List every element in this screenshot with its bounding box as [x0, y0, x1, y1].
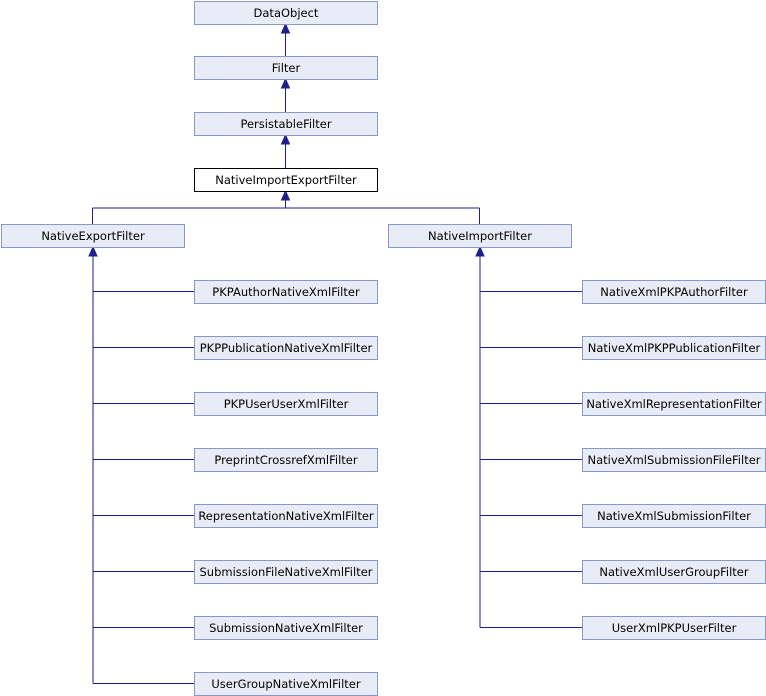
class-box — [194, 448, 378, 472]
class-node-nativeimport[interactable]: NativeImportFilter — [388, 224, 572, 248]
class-box — [194, 392, 378, 416]
class-node-nativexmlpkpauthor[interactable]: NativeXmlPKPAuthorFilter — [582, 280, 766, 304]
class-label: NativeExportFilter — [41, 229, 145, 243]
class-label: SubmissionFileNativeXmlFilter — [199, 565, 372, 579]
class-label: RepresentationNativeXmlFilter — [198, 509, 374, 523]
class-node-pkppublicationnativexml[interactable]: PKPPublicationNativeXmlFilter — [194, 336, 378, 360]
class-node-pkpuseruserxml[interactable]: PKPUserUserXmlFilter — [194, 392, 378, 416]
class-node-submissionnativexml[interactable]: SubmissionNativeXmlFilter — [194, 616, 378, 640]
class-label: UserXmlPKPUserFilter — [612, 621, 737, 635]
class-node-dataobject[interactable]: DataObject — [194, 1, 378, 25]
inheritance-arrowhead — [280, 22, 291, 34]
class-node-representationnativexml[interactable]: RepresentationNativeXmlFilter — [194, 504, 378, 528]
inheritance-edges — [88, 22, 582, 684]
class-label: PreprintCrossrefXmlFilter — [214, 453, 357, 467]
class-node-nativexmlrepresentation[interactable]: NativeXmlRepresentationFilter — [582, 392, 766, 416]
class-box — [194, 56, 378, 80]
class-label: UserGroupNativeXmlFilter — [211, 677, 360, 691]
class-label: NativeXmlUserGroupFilter — [599, 565, 748, 579]
class-node-nativexmlsubmission[interactable]: NativeXmlSubmissionFilter — [582, 504, 766, 528]
class-node-submissionfilenativexml[interactable]: SubmissionFileNativeXmlFilter — [194, 560, 378, 584]
class-box — [1, 224, 185, 248]
class-node-nativexmlpkppublication[interactable]: NativeXmlPKPPublicationFilter — [582, 336, 766, 360]
class-label: NativeXmlPKPPublicationFilter — [588, 341, 761, 355]
class-box — [388, 224, 572, 248]
class-box — [194, 560, 378, 584]
class-node-preprintcrossrefxml[interactable]: PreprintCrossrefXmlFilter — [194, 448, 378, 472]
class-label: SubmissionNativeXmlFilter — [209, 621, 363, 635]
class-label: NativeImportFilter — [428, 229, 532, 243]
class-node-nativexmlsubmissionfile[interactable]: NativeXmlSubmissionFileFilter — [582, 448, 766, 472]
class-label: PKPPublicationNativeXmlFilter — [200, 341, 373, 355]
class-label: PKPUserUserXmlFilter — [224, 397, 349, 411]
class-box — [194, 168, 378, 192]
class-node-pkpauthornativexml[interactable]: PKPAuthorNativeXmlFilter — [194, 280, 378, 304]
class-node-nativexmlusergroup[interactable]: NativeXmlUserGroupFilter — [582, 560, 766, 584]
class-node-userxmlpkpuser[interactable]: UserXmlPKPUserFilter — [582, 616, 766, 640]
class-label: PersistableFilter — [240, 117, 331, 131]
class-box — [194, 504, 378, 528]
class-label: NativeXmlSubmissionFilter — [597, 509, 751, 523]
class-box — [194, 616, 378, 640]
inheritance-arrowhead — [475, 245, 485, 257]
class-node-nativeimportexport[interactable]: NativeImportExportFilter — [194, 168, 378, 192]
class-box — [194, 112, 378, 136]
class-box — [194, 280, 378, 304]
class-node-nativeexport[interactable]: NativeExportFilter — [1, 224, 185, 248]
class-label: Filter — [272, 61, 301, 75]
class-label: PKPAuthorNativeXmlFilter — [212, 285, 360, 299]
class-node-persistable[interactable]: PersistableFilter — [194, 112, 378, 136]
class-box — [194, 336, 378, 360]
inheritance-arrowhead — [280, 189, 291, 201]
class-node-usergroupnativexml[interactable]: UserGroupNativeXmlFilter — [194, 672, 378, 696]
inheritance-arrowhead — [88, 245, 98, 257]
class-label: NativeXmlSubmissionFileFilter — [587, 453, 760, 467]
class-node-filter[interactable]: Filter — [194, 56, 378, 80]
class-label: NativeXmlRepresentationFilter — [586, 397, 762, 411]
inheritance-arrowhead — [280, 77, 291, 89]
inheritance-arrowhead — [280, 133, 291, 145]
class-box — [194, 1, 378, 25]
class-label: NativeImportExportFilter — [215, 173, 357, 187]
class-label: DataObject — [254, 6, 319, 20]
class-label: NativeXmlPKPAuthorFilter — [600, 285, 748, 299]
